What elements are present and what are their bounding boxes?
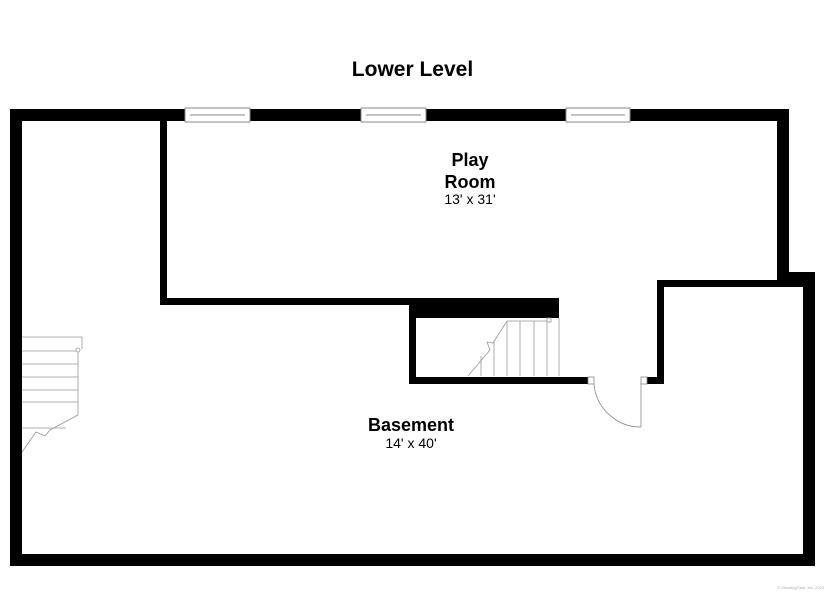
door — [587, 376, 648, 428]
wall-playroom-left — [160, 121, 167, 305]
wall-right-upper — [777, 109, 789, 285]
room-name-basement: Basement — [367, 415, 455, 435]
wall-stair-bottom — [409, 377, 588, 384]
stairs-center — [467, 317, 560, 377]
wall-playroom-bottom — [160, 298, 416, 305]
room-name-playroom-line1: Play — [451, 150, 489, 170]
room-dims-playroom: 13' x 31' — [444, 191, 496, 207]
wall-closet-top — [657, 280, 807, 287]
windows — [184, 107, 631, 123]
wall-door-right — [647, 377, 664, 384]
page-title: Lower Level — [351, 58, 474, 81]
wall-right-lower — [803, 272, 815, 566]
wall-stair-top — [409, 298, 559, 318]
stairs-left — [21, 336, 83, 453]
wall-closet-left — [657, 280, 664, 384]
room-name-playroom-line2: Room — [444, 172, 496, 192]
copyright-text: © ShowingTime, Inc. 2023 — [777, 585, 824, 590]
wall-bottom — [10, 554, 815, 566]
wall-stair-left — [409, 298, 416, 384]
wall-left — [10, 109, 22, 566]
room-dims-basement: 14' x 40' — [385, 435, 437, 451]
